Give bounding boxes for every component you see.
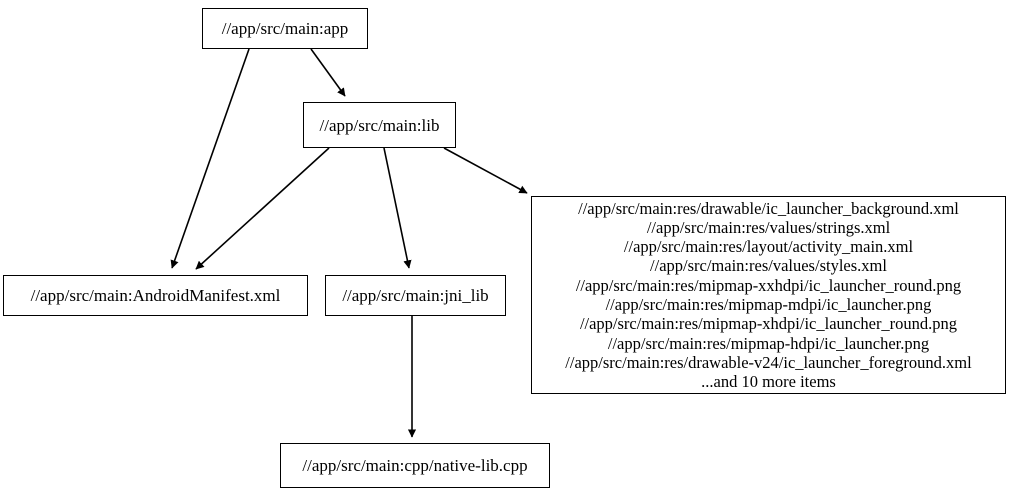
edge-app-to-manifest xyxy=(170,48,250,269)
graph-node-app[interactable]: //app/src/main:app xyxy=(202,8,368,49)
edge-lib-to-manifest xyxy=(195,147,330,270)
graph-node-lib-label: //app/src/main:lib xyxy=(319,115,440,135)
edge-app-to-lib xyxy=(310,48,346,97)
edge-lib-to-jni-lib xyxy=(383,147,412,269)
graph-node-jni-lib[interactable]: //app/src/main:jni_lib xyxy=(325,275,506,316)
graph-node-android-manifest-label: //app/src/main:AndroidManifest.xml xyxy=(30,286,281,305)
graph-node-native-lib-cpp[interactable]: //app/src/main:cpp/native-lib.cpp xyxy=(280,443,550,488)
graph-node-lib[interactable]: //app/src/main:lib xyxy=(303,102,456,148)
graph-node-app-label: //app/src/main:app xyxy=(221,19,349,38)
graph-node-android-manifest[interactable]: //app/src/main:AndroidManifest.xml xyxy=(3,275,308,316)
edge-lib-to-res xyxy=(443,147,528,194)
graph-node-native-lib-cpp-label: //app/src/main:cpp/native-lib.cpp xyxy=(302,456,528,475)
graph-node-res-group[interactable]: //app/src/main:res/drawable/ic_launcher_… xyxy=(531,196,1006,394)
graph-node-jni-lib-label: //app/src/main:jni_lib xyxy=(342,286,489,305)
graph-node-res-group-label: //app/src/main:res/drawable/ic_launcher_… xyxy=(565,198,972,392)
